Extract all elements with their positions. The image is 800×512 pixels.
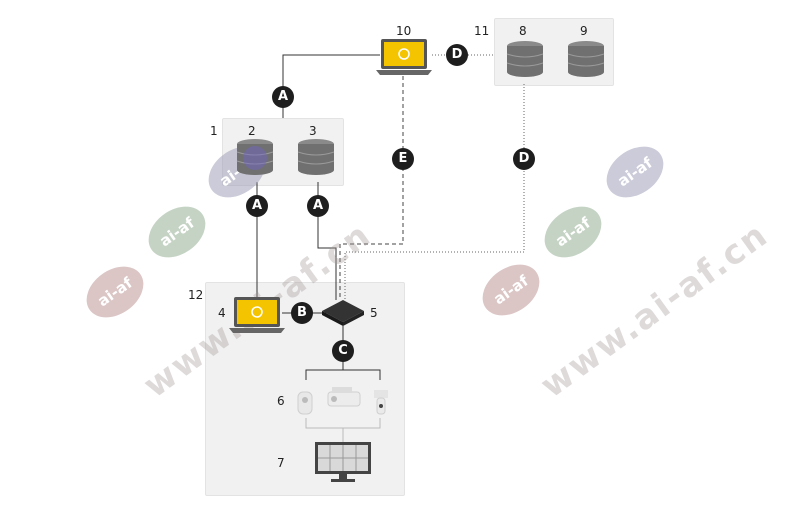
cloud-site-label: 11 <box>474 24 490 38</box>
connection-badge-c: C <box>332 340 354 362</box>
camera-icon <box>327 387 361 407</box>
switch-label: 5 <box>370 306 378 320</box>
recorder-laptop-label: 4 <box>218 306 226 320</box>
database-icon <box>236 139 274 175</box>
secondary-storage-label: 3 <box>309 124 317 138</box>
connection-badge-b: B <box>291 302 313 324</box>
connection-badge-a: A <box>307 195 329 217</box>
laptop-icon <box>229 297 285 333</box>
cloud-storage-b-label: 9 <box>580 24 588 38</box>
connection-badge-d: D <box>446 44 468 66</box>
laptop-icon <box>376 39 432 75</box>
cameras-label: 6 <box>277 394 285 408</box>
connection-badge-a: A <box>272 86 294 108</box>
connection-badge-e: E <box>392 148 414 170</box>
storage-group-label: 1 <box>210 124 218 138</box>
primary-storage-label: 2 <box>248 124 256 138</box>
camera-icon <box>297 391 313 415</box>
local-site-label: 12 <box>188 288 204 302</box>
monitor-icon <box>315 442 371 482</box>
monitor-label: 7 <box>277 456 285 470</box>
database-icon <box>297 139 335 175</box>
network-switch-icon <box>322 300 364 326</box>
cloud-storage-a-label: 8 <box>519 24 527 38</box>
connection-badge-d: D <box>513 148 535 170</box>
database-icon <box>567 41 605 77</box>
connection-badge-a: A <box>246 195 268 217</box>
database-icon <box>506 41 544 77</box>
camera-icon <box>374 390 388 415</box>
remote-laptop-label: 10 <box>396 24 412 38</box>
